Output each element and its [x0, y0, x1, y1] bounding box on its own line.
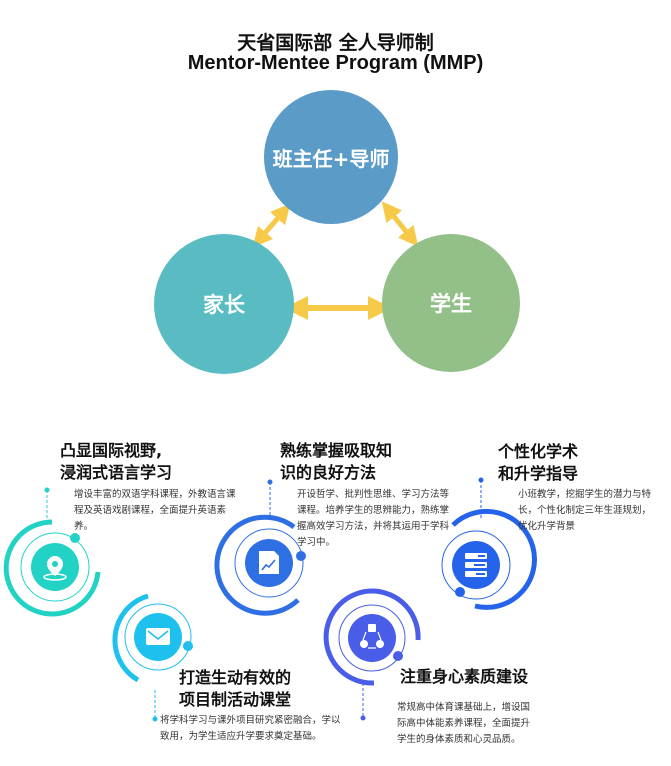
- feature-2-title: 熟练掌握吸取知 识的良好方法: [280, 440, 392, 484]
- network-nodes-icon: [360, 624, 384, 649]
- feature-5-title: 注重身心素质建设: [400, 666, 528, 688]
- feature-5-graphic: [323, 588, 421, 721]
- growth-chart-document-icon: [259, 551, 279, 574]
- triad-arrows: [252, 201, 419, 320]
- feature-4-title: 打造生动有效的 项目制活动课堂: [179, 667, 291, 711]
- feature-3-graphic: [441, 477, 537, 610]
- feature-3-title: 个性化学术 和升学指导: [498, 441, 578, 485]
- feature-3-title-line1: 个性化学术: [498, 442, 579, 461]
- page-title-english: Mentor-Mentee Program (MMP): [187, 52, 484, 74]
- envelope-icon: [146, 628, 170, 645]
- feature-1-graphic: [3, 487, 101, 617]
- feature-4-graphic: [112, 593, 193, 722]
- node-mentor: 班主任+导师: [264, 90, 398, 224]
- feature-4-desc: 将学科学习与课外项目研究紧密融合，学以致用，为学生适应升学要求奠定基础。: [160, 715, 341, 742]
- feature-1-title: 凸显国际视野, 浸润式语言学习: [60, 440, 172, 484]
- feature-2-title-line2: 识的良好方法: [280, 463, 377, 482]
- node-student: 学生: [382, 234, 520, 372]
- page-title-chinese: 天省国际部 全人导师制: [237, 32, 434, 54]
- feature-2-graphic: [214, 479, 306, 616]
- feature-2-desc: 开设哲学、批判性思维、学习方法等课程。培养学生的思辨能力，熟练掌握高效学习方法，…: [297, 489, 450, 548]
- arrow-mentor-student: [381, 201, 419, 247]
- feature-2-title-line1: 熟练掌握吸取知: [280, 441, 393, 460]
- feature-1-desc: 增设丰富的双语学科课程，外教语言课程及英语戏剧课程，全面提升英语素养。: [74, 489, 236, 532]
- node-parent: 家长: [154, 234, 294, 374]
- location-pin-icon: [43, 556, 67, 581]
- arrow-mentor-parent: [252, 203, 291, 248]
- node-parent-label: 家长: [203, 293, 245, 317]
- node-mentor-label: 班主任+导师: [272, 146, 390, 171]
- feature-5-title-line1: 注重身心素质建设: [400, 667, 529, 686]
- feature-3-title-line2: 和升学指导: [498, 464, 579, 483]
- server-stack-icon: [465, 553, 487, 577]
- feature-5-desc: 常规高中体育课基础上，增设国际高中体能素养课程，全面提升学生的身体素质和心灵品质…: [397, 702, 531, 745]
- feature-1-title-line1: 凸显国际视野,: [60, 441, 163, 460]
- feature-4-title-line2: 项目制活动课堂: [179, 690, 292, 709]
- feature-4-title-line1: 打造生动有效的: [179, 668, 292, 687]
- node-student-label: 学生: [430, 292, 472, 316]
- feature-1-title-line2: 浸润式语言学习: [60, 463, 173, 482]
- feature-3-desc: 小班教学，挖掘学生的潜力与特长，个性化制定三年生涯规划，优化升学背景: [518, 489, 652, 532]
